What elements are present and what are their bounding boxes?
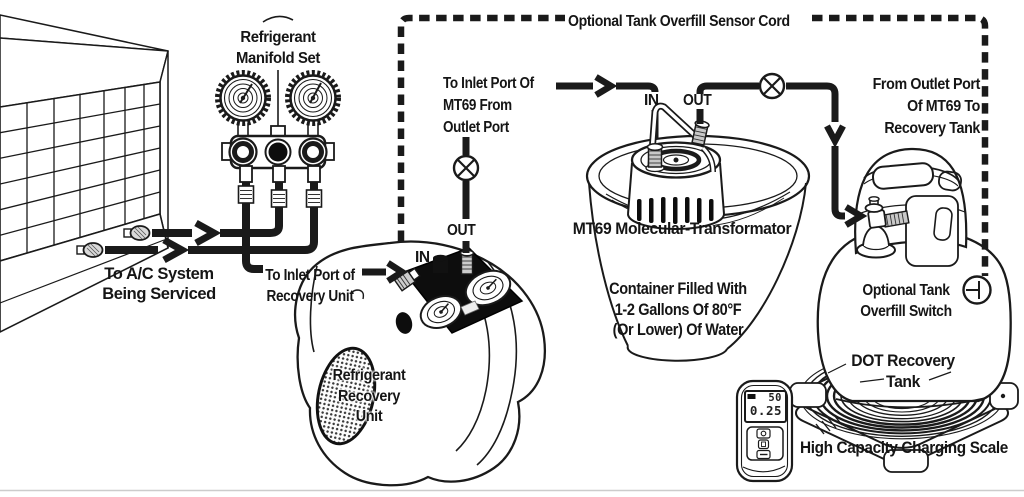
refrigerant-manifold: [215, 15, 341, 183]
remote-display-lower: 0.25: [749, 402, 782, 418]
manifold-gauge-right: [285, 70, 341, 126]
service-hoses: [76, 182, 323, 273]
overfill-switch-icon: [962, 275, 992, 305]
ac-system-label: To A/C System Being Serviced: [102, 265, 216, 303]
mt69-in-fitting: [645, 143, 665, 173]
flow-arrow-to-mt69: [594, 74, 618, 98]
scale-corner-tab-left: [789, 382, 827, 408]
flow-arrow-upper-hose: [194, 219, 222, 247]
valve-icon-1: [452, 154, 480, 182]
manifold-knob-right: [298, 137, 328, 167]
label-leader-line: [928, 371, 952, 381]
recovery-to-mt69-line: [452, 74, 659, 253]
mode-icon: [761, 441, 766, 447]
recovery-panel: [402, 247, 524, 334]
recovery-unit-label: Refrigerant Recovery Unit: [332, 367, 406, 425]
label-leader-line: [859, 378, 885, 383]
canister-vent-slots: [637, 197, 714, 224]
recovery-out-label: OUT: [447, 222, 476, 239]
mt69-out-label: OUT: [683, 92, 712, 109]
hose-coupling: [237, 185, 323, 208]
scale-corner-tab-bottom: [883, 449, 929, 473]
battery-icon: [747, 394, 756, 399]
outlet-to-tank-label: From Outlet Port Of MT69 To Recovery Tan…: [872, 76, 981, 137]
flow-arrow-recovery-in: [362, 260, 409, 284]
recovery-inlet-label: To Inlet Port of Recovery Unit: [265, 267, 355, 305]
flow-arrow-into-tank: [844, 204, 868, 228]
manifold-gauge-left: [215, 70, 271, 126]
mt69-in-label: IN: [644, 92, 659, 109]
label-leader-line: [827, 363, 847, 374]
remote-display-upper: 50: [768, 392, 782, 404]
mt69-to-tank-line: [696, 72, 868, 228]
valve-icon-2: [758, 72, 786, 100]
flow-arrow-lower-hose: [162, 236, 190, 264]
ac-hose-connector-lower: [76, 242, 104, 258]
mt69-out-fitting: [691, 120, 710, 146]
sensor-cord-dashed-right: [812, 14, 989, 276]
remote-buttons: [746, 426, 784, 461]
power-icon: [760, 430, 767, 437]
label-arc: [262, 15, 294, 23]
power-knob: [395, 312, 413, 334]
scale-vent-hatch: [815, 414, 843, 435]
mt69-name-label: MT69 Molecular-Transformator: [572, 220, 792, 238]
overfill-switch-label: Optional Tank Overfill Switch: [860, 282, 952, 320]
container-label: Container Filled With 1-2 Gallons Of 80°…: [609, 280, 747, 339]
scale-remote: [735, 379, 794, 483]
zero-button: [756, 449, 771, 460]
manifold-knob-center: [264, 138, 292, 166]
tank-valve: [856, 196, 910, 259]
mode-button: [757, 439, 770, 450]
flow-arrow-down-to-tank: [824, 124, 846, 148]
mt69-canister: [627, 102, 725, 231]
sensor-cord-dashed-left: [397, 14, 565, 241]
recovery-tank: [816, 147, 1012, 409]
charging-scale-label: High Capacity Charging Scale: [800, 439, 1008, 457]
power-button: [756, 428, 771, 439]
sensor-cord-label: Optional Tank Overfill Sensor Cord: [568, 13, 790, 30]
panel-gauge-left: [419, 295, 463, 329]
ac-hose-connector-upper: [123, 225, 151, 241]
manifold-set-label: Refrigerant Manifold Set: [236, 29, 320, 67]
mt69-inlet-label: To Inlet Port Of MT69 From Outlet Port: [443, 75, 534, 136]
recovery-in-label: IN: [415, 249, 430, 266]
dot-tank-label: DOT Recovery Tank: [851, 352, 955, 391]
manifold-knob-left: [228, 137, 258, 167]
panel-gauge-right: [464, 269, 512, 307]
recovery-out-port: [459, 249, 475, 275]
